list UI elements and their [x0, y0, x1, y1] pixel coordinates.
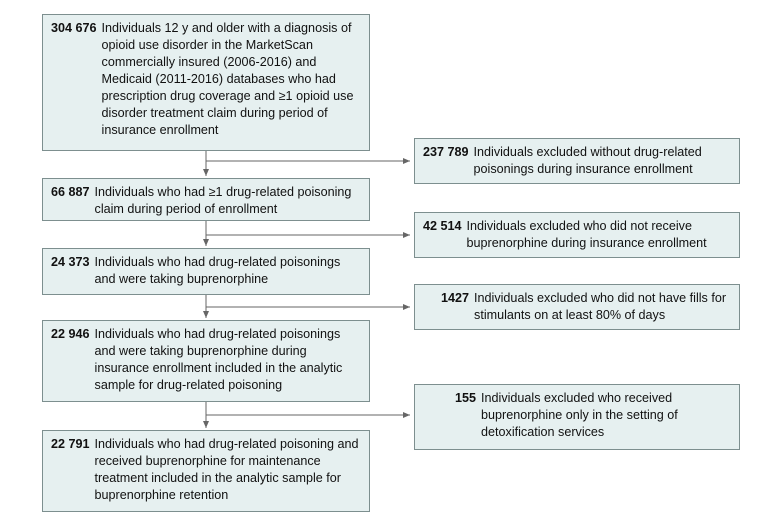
- description-label: Individuals who had drug-related poisoni…: [94, 437, 359, 502]
- main-box-4: 22 946 Individuals who had drug-related …: [42, 320, 370, 402]
- description-label: Individuals who had drug-related poisoni…: [94, 327, 343, 392]
- description-label: Individuals excluded who did not receive…: [466, 219, 707, 250]
- count-label: 22 946: [51, 327, 90, 341]
- exclusion-box-2: 42 514 Individuals excluded who did not …: [414, 212, 740, 258]
- description-label: Individuals excluded who did not have fi…: [474, 291, 727, 322]
- exclusion-box-3: 1427 Individuals excluded who did not ha…: [414, 284, 740, 330]
- main-box-1: 304 676 Individuals 12 y and older with …: [42, 14, 370, 151]
- main-box-5: 22 791 Individuals who had drug-related …: [42, 430, 370, 512]
- main-box-3: 24 373 Individuals who had drug-related …: [42, 248, 370, 295]
- exclusion-box-1: 237 789 Individuals excluded without dru…: [414, 138, 740, 184]
- count-label: 1427: [441, 291, 470, 305]
- count-label: 155: [455, 391, 477, 405]
- description-label: Individuals who had ≥1 drug-related pois…: [94, 185, 352, 216]
- description-label: Individuals excluded who received bupren…: [481, 391, 678, 439]
- count-label: 24 373: [51, 255, 90, 269]
- exclusion-box-4: 155 Individuals excluded who received bu…: [414, 384, 740, 450]
- main-box-2: 66 887 Individuals who had ≥1 drug-relat…: [42, 178, 370, 221]
- count-label: 304 676: [51, 21, 97, 35]
- description-label: Individuals 12 y and older with a diagno…: [101, 21, 354, 137]
- count-label: 22 791: [51, 437, 90, 451]
- description-label: Individuals excluded without drug-relate…: [473, 145, 702, 176]
- count-label: 42 514: [423, 219, 462, 233]
- count-label: 237 789: [423, 145, 469, 159]
- description-label: Individuals who had drug-related poisoni…: [94, 255, 341, 286]
- count-label: 66 887: [51, 185, 90, 199]
